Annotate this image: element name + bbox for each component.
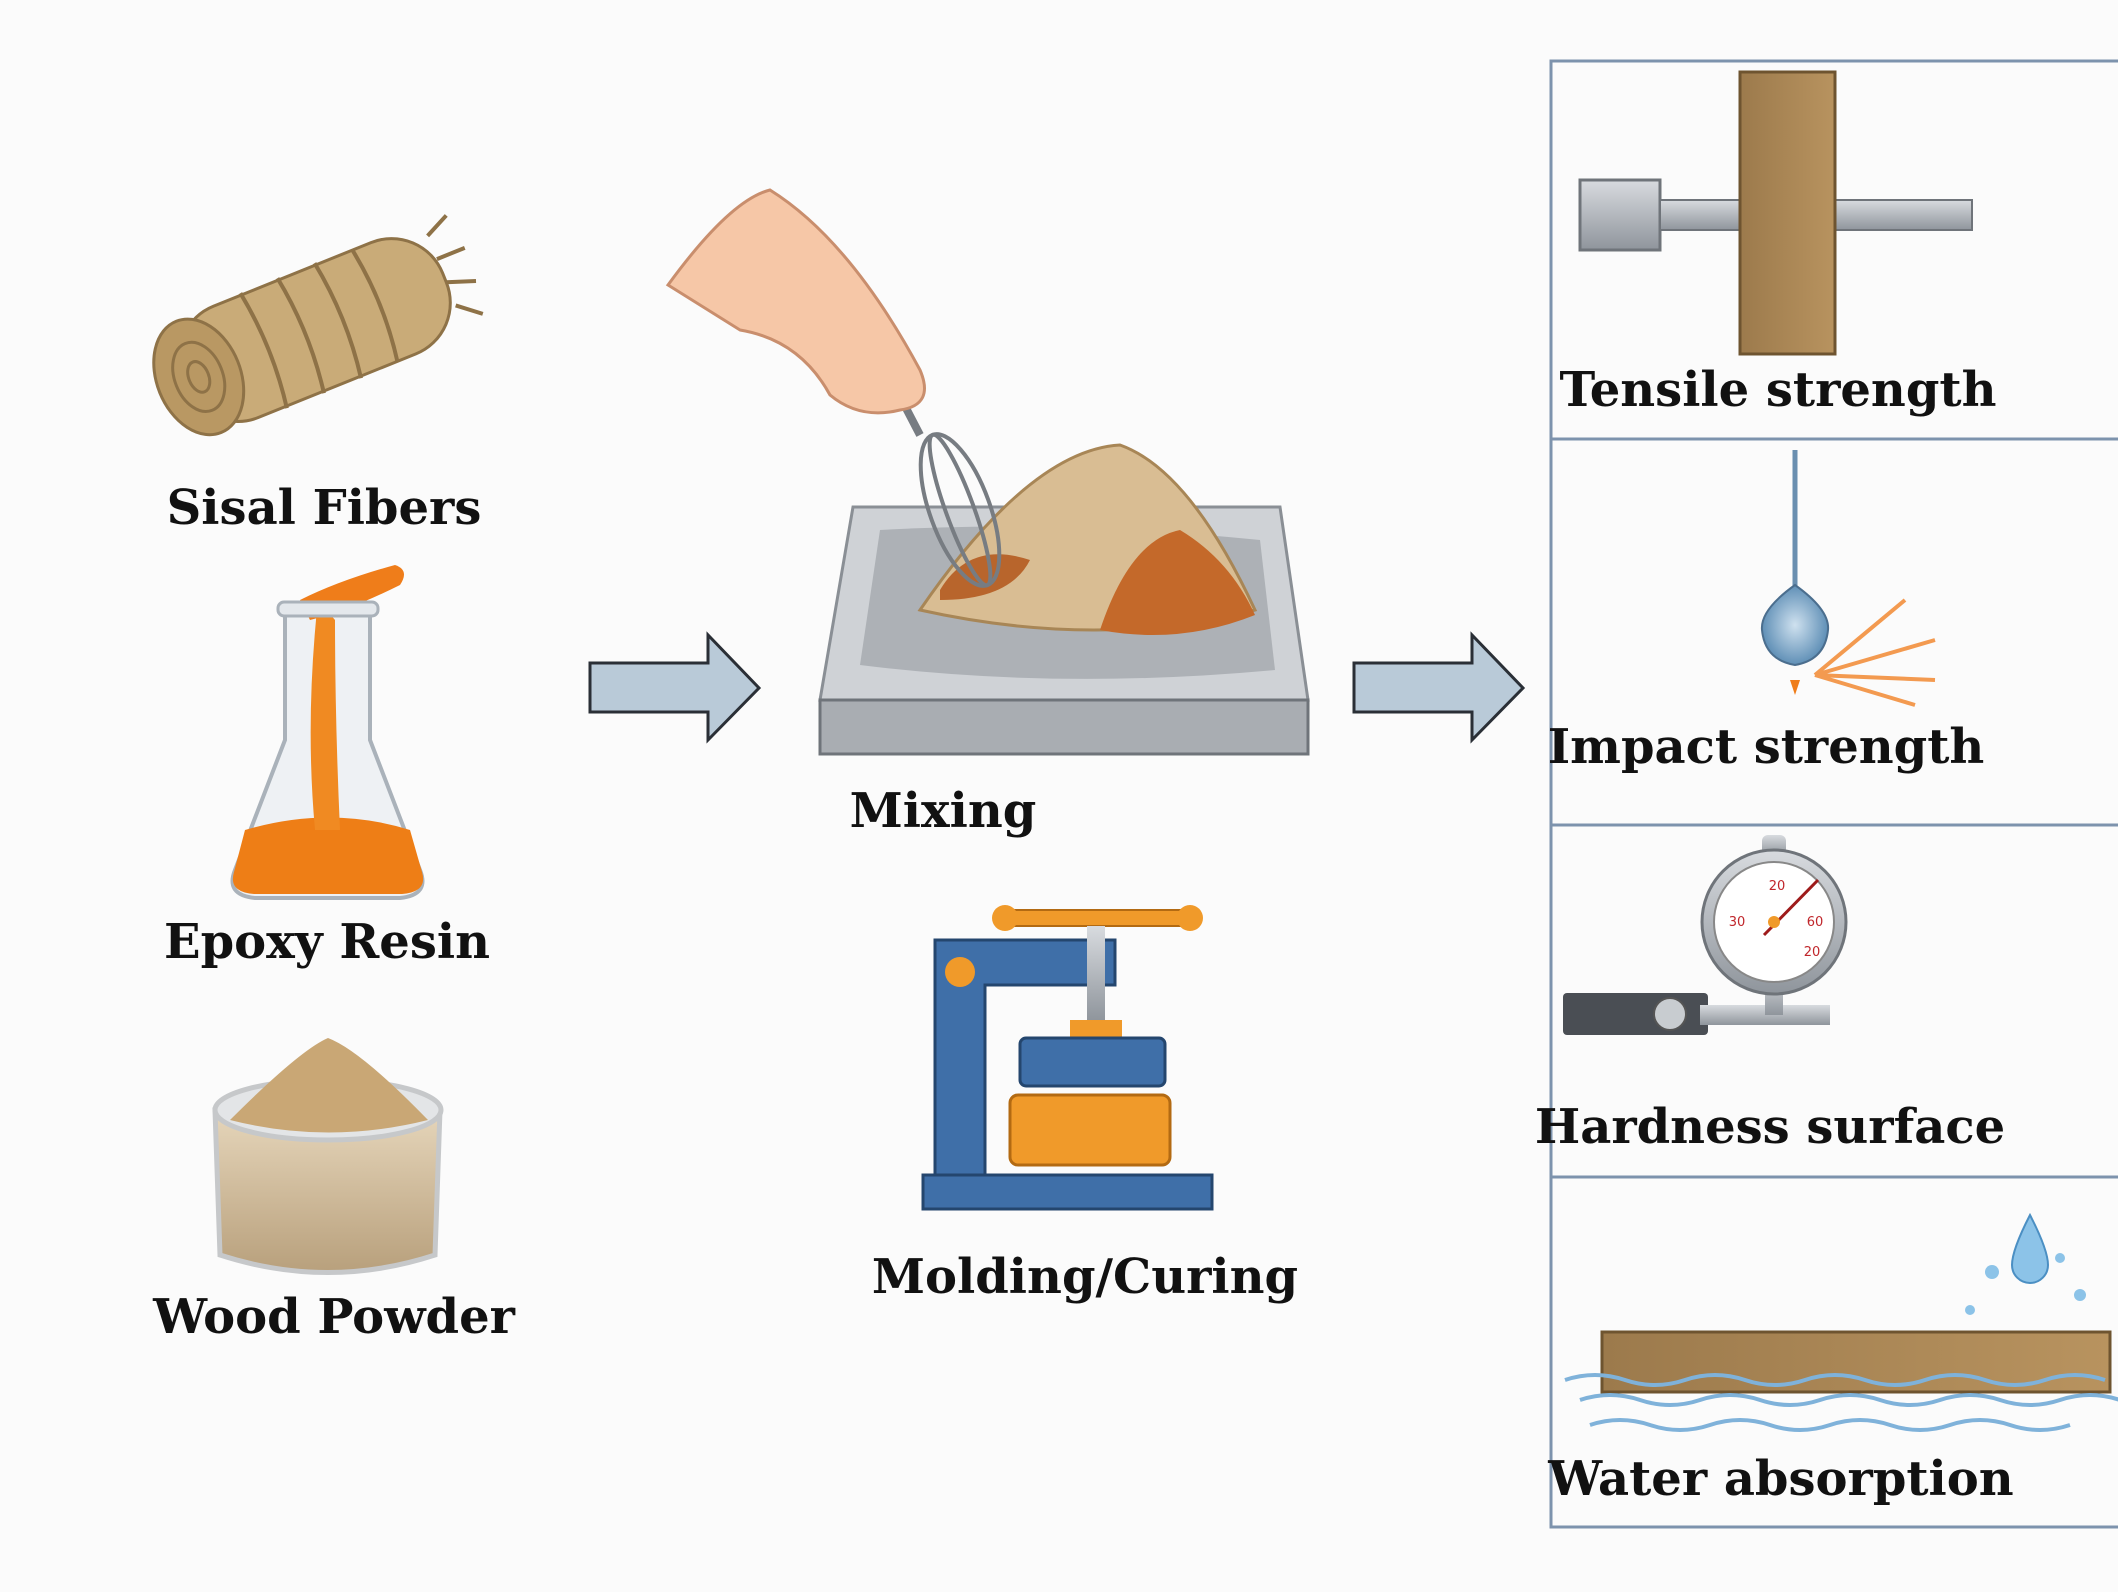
label-tensile-strength: Tensile strength [1560,362,1997,418]
gauge-tick-label: 20 [1769,879,1786,894]
label-impact-strength: Impact strength [1548,719,1985,775]
water-absorption-icon [1564,1212,2118,1432]
mixing-tray-whisk-icon [665,188,1310,756]
label-mixing: Mixing [850,783,1037,839]
label-sisal-fibers: Sisal Fibers [167,480,482,536]
label-hardness-surface: Hardness surface [1535,1099,2005,1155]
gauge-tick-label: 30 [1729,915,1746,930]
arrow-right-icon [588,631,762,744]
sisal-fiber-bundle-icon [152,214,484,437]
label-water-absorption: Water absorption [1547,1451,2013,1507]
label-epoxy-resin: Epoxy Resin [164,914,490,970]
gauge-tick-label: 20 [1804,945,1821,960]
label-wood-powder: Wood Powder [152,1289,516,1345]
wood-powder-bowl-icon [212,1038,444,1275]
label-molding-curing: Molding/Curing [872,1249,1298,1305]
epoxy-flask-icon [230,565,425,900]
press-icon [921,905,1214,1211]
arrow-right-icon [1352,631,1526,744]
hardness-gauge-icon: 20 60 30 20 [1563,835,1848,1035]
impact-pendulum-icon [1760,450,1936,707]
tensile-test-icon [1578,70,1973,356]
gauge-tick-label: 60 [1807,915,1824,930]
